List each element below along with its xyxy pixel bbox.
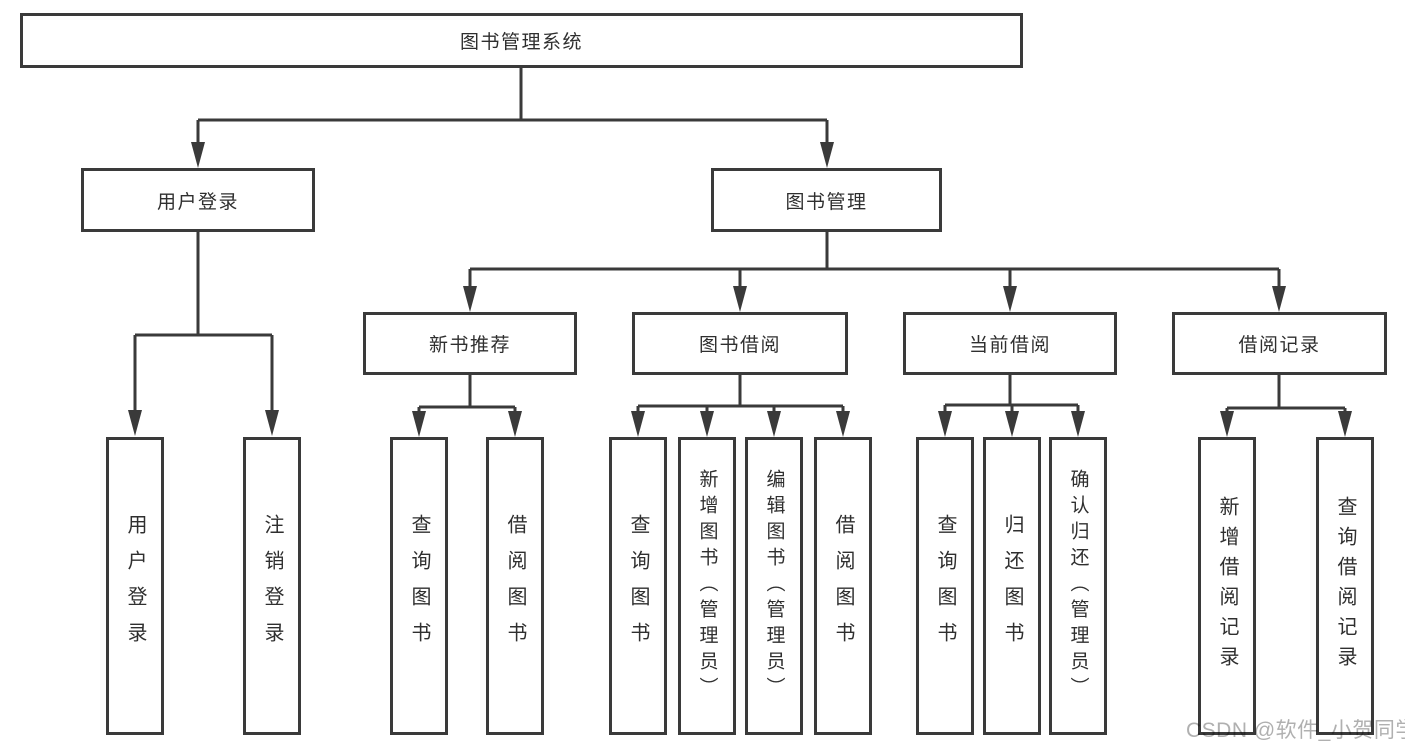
leaf-label: 借阅图书 (832, 514, 854, 658)
leaf-label: 确认归还（管理员） (1067, 469, 1089, 703)
leaf-label: 新增图书（管理员） (696, 469, 718, 703)
leaf-label: 编辑图书（管理员） (763, 469, 785, 703)
node-book-borrowing: 图书借阅 (632, 312, 848, 375)
leaf-label: 查询图书 (934, 514, 956, 658)
leaf-query-borrow-record: 查询借阅记录 (1316, 437, 1374, 735)
leaf-query-books-borrowing: 查询图书 (609, 437, 667, 735)
leaf-label: 借阅图书 (504, 514, 526, 658)
leaf-label: 查询图书 (408, 514, 430, 658)
leaf-confirm-return-admin: 确认归还（管理员） (1049, 437, 1107, 735)
node-book-management: 图书管理 (711, 168, 942, 232)
watermark: CSDN @软件_小贺同学 (1186, 719, 1405, 742)
node-label: 借阅记录 (1238, 335, 1321, 356)
node-user-login: 用户登录 (81, 168, 315, 232)
node-new-book-recommend: 新书推荐 (363, 312, 577, 375)
node-borrowing-records: 借阅记录 (1172, 312, 1387, 375)
leaf-edit-books-admin: 编辑图书（管理员） (745, 437, 803, 735)
leaf-label: 注销登录 (261, 514, 283, 658)
leaf-add-books-admin: 新增图书（管理员） (678, 437, 736, 735)
leaf-borrow-books-borrowing: 借阅图书 (814, 437, 872, 735)
node-label: 图书借阅 (698, 335, 781, 356)
leaf-query-books-current: 查询图书 (916, 437, 974, 735)
leaf-label: 归还图书 (1001, 514, 1023, 658)
leaf-label: 用户登录 (124, 514, 146, 658)
leaf-label: 查询借阅记录 (1334, 496, 1356, 676)
leaf-add-borrow-record: 新增借阅记录 (1198, 437, 1256, 735)
node-current-borrowing: 当前借阅 (903, 312, 1117, 375)
node-label: 新书推荐 (428, 335, 511, 356)
node-library-system: 图书管理系统 (20, 13, 1023, 68)
node-label: 当前借阅 (968, 335, 1051, 356)
node-label: 图书管理系统 (459, 32, 583, 53)
leaf-label: 查询图书 (627, 514, 649, 658)
node-label: 图书管理 (785, 191, 868, 213)
leaf-label: 新增借阅记录 (1216, 496, 1238, 676)
node-label: 用户登录 (156, 191, 239, 213)
leaf-user-login: 用户登录 (106, 437, 164, 735)
leaf-query-books-recommend: 查询图书 (390, 437, 448, 735)
leaf-return-books: 归还图书 (983, 437, 1041, 735)
leaf-borrow-books-recommend: 借阅图书 (486, 437, 544, 735)
leaf-logout: 注销登录 (243, 437, 301, 735)
